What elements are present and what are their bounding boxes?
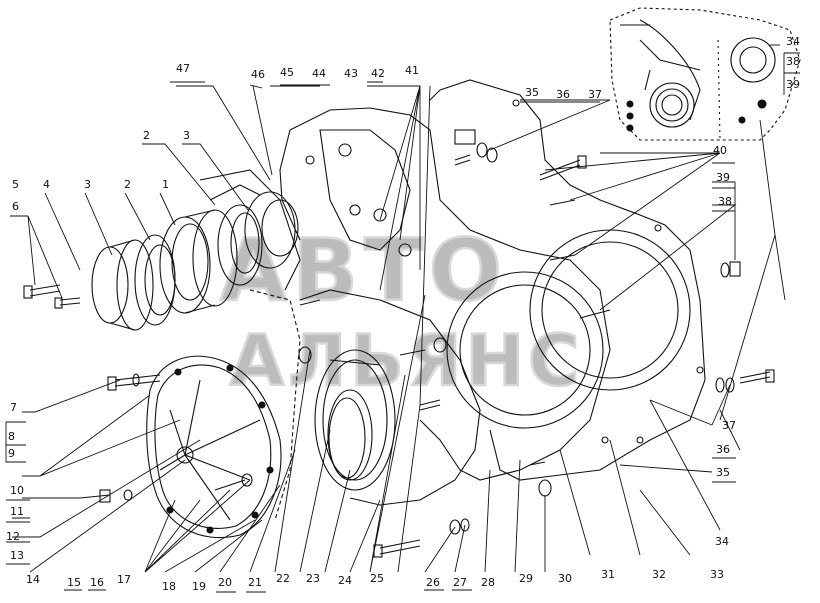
callout-37b: 37 xyxy=(722,419,736,432)
callout-6: 6 xyxy=(12,200,19,213)
callout-40: 40 xyxy=(713,144,727,157)
callout-21: 21 xyxy=(248,576,262,589)
callout-34: 34 xyxy=(715,535,729,548)
callout-47: 47 xyxy=(176,62,190,75)
callout-38-top: 38 xyxy=(786,55,800,68)
callout-25: 25 xyxy=(370,572,384,585)
callout-45: 45 xyxy=(280,66,294,79)
callout-19: 19 xyxy=(192,580,206,593)
callout-2b: 2 xyxy=(143,129,150,142)
callout-22: 22 xyxy=(276,572,290,585)
callout-46: 46 xyxy=(251,68,265,81)
callout-35: 35 xyxy=(525,86,539,99)
callout-15: 15 xyxy=(67,576,81,589)
fasteners xyxy=(23,129,775,558)
inset-engine-block xyxy=(609,7,801,141)
callout-36: 36 xyxy=(556,88,570,101)
label-rules xyxy=(5,52,800,593)
callout-20: 20 xyxy=(218,576,232,589)
callout-39-top: 39 xyxy=(786,78,800,91)
callout-24: 24 xyxy=(338,574,352,587)
callout-labels: 5 6 4 3 2 1 2 3 47 46 45 44 43 42 41 35 … xyxy=(6,35,800,593)
callout-10: 10 xyxy=(10,484,24,497)
callout-36b: 36 xyxy=(716,443,730,456)
callout-44: 44 xyxy=(312,67,326,80)
watermark-line-1: АВТО xyxy=(220,221,508,321)
callout-3b: 3 xyxy=(183,129,190,142)
callout-23: 23 xyxy=(306,572,320,585)
callout-34-top: 34 xyxy=(786,35,800,48)
callout-33: 33 xyxy=(710,568,724,581)
callout-37: 37 xyxy=(588,88,602,101)
callout-32: 32 xyxy=(652,568,666,581)
small-cover xyxy=(146,289,301,539)
callout-3: 3 xyxy=(84,178,91,191)
callout-8: 8 xyxy=(8,430,15,443)
callout-1: 1 xyxy=(162,178,169,191)
callout-26: 26 xyxy=(426,576,440,589)
callout-4: 4 xyxy=(43,178,50,191)
drawing-lines xyxy=(23,7,801,558)
watermark: АВТО АЛЬЯНС xyxy=(219,220,584,404)
callout-12: 12 xyxy=(6,530,20,543)
callout-29: 29 xyxy=(519,572,533,585)
callout-41: 41 xyxy=(405,64,419,77)
callout-38: 38 xyxy=(718,195,732,208)
callout-14: 14 xyxy=(26,573,40,586)
callout-43: 43 xyxy=(344,67,358,80)
callout-35b: 35 xyxy=(716,466,730,479)
timing-housing-middle xyxy=(279,107,611,481)
callout-28: 28 xyxy=(481,576,495,589)
front-cover xyxy=(299,289,481,506)
leader-lines xyxy=(10,24,786,573)
callout-7: 7 xyxy=(10,401,17,414)
callout-16: 16 xyxy=(90,576,104,589)
bearing-stack xyxy=(91,169,301,331)
callout-30: 30 xyxy=(558,572,572,585)
timing-housing-rear xyxy=(429,79,706,481)
callout-31: 31 xyxy=(601,568,615,581)
callout-11: 11 xyxy=(10,505,24,518)
callout-18: 18 xyxy=(162,580,176,593)
callout-2: 2 xyxy=(124,178,131,191)
callout-5: 5 xyxy=(12,178,19,191)
callout-27: 27 xyxy=(453,576,467,589)
watermark-line-2: АЛЬЯНС xyxy=(230,320,584,402)
callout-13: 13 xyxy=(10,549,24,562)
callout-17: 17 xyxy=(117,573,131,586)
callout-42: 42 xyxy=(371,67,385,80)
callout-39: 39 xyxy=(716,171,730,184)
callout-9: 9 xyxy=(8,447,15,460)
